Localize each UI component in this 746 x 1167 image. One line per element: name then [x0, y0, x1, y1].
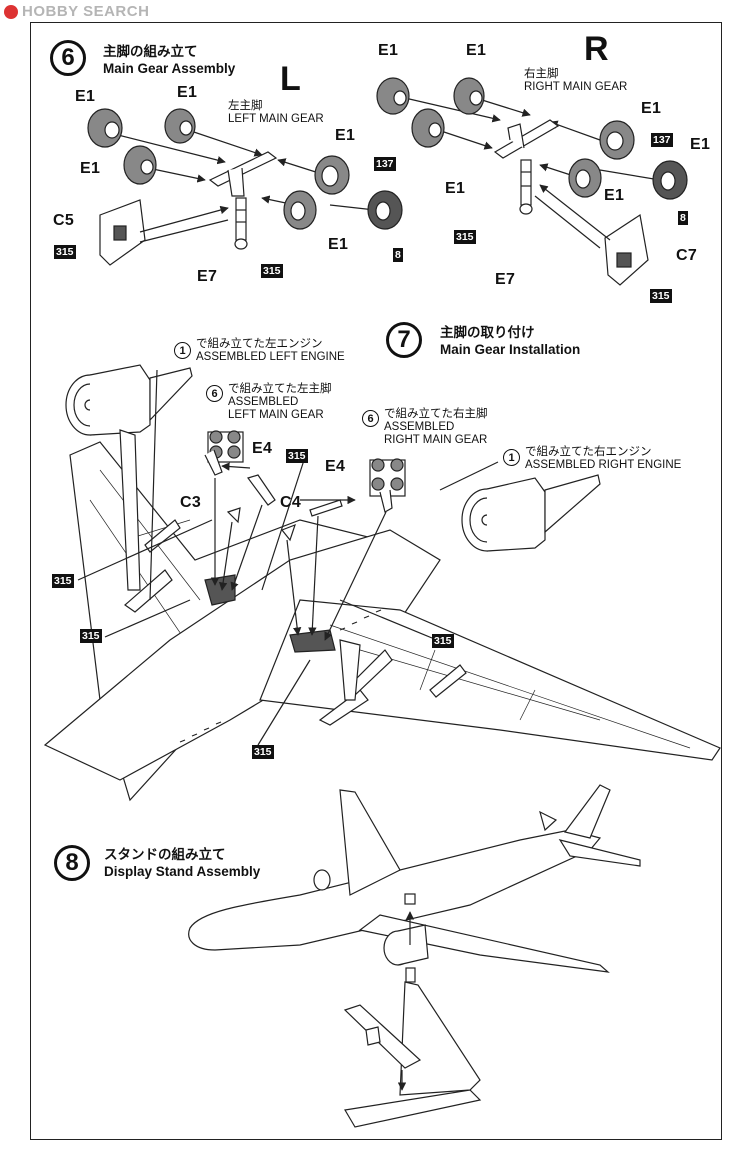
- part-label-e1: E1: [177, 84, 198, 101]
- step-8-title: スタンドの組み立て Display Stand Assembly: [104, 846, 260, 880]
- paint-code-badge: 315: [80, 629, 102, 643]
- left-gear-exploded-view: [87, 108, 403, 266]
- part-label-c4: C4: [280, 494, 302, 511]
- ref-step-1-badge: 1: [503, 449, 520, 466]
- left-gear-caption-en: LEFT MAIN GEAR: [228, 113, 324, 125]
- part-label-e4: E4: [325, 458, 346, 475]
- ref-step-1-badge: 1: [174, 342, 191, 359]
- left-gear-caption: 左主脚 LEFT MAIN GEAR: [228, 100, 324, 126]
- part-label-e7: E7: [495, 271, 516, 288]
- paint-code-badge: 137: [374, 157, 396, 171]
- left-side-letter: L: [280, 60, 301, 98]
- step-8-title-en: Display Stand Assembly: [104, 864, 261, 879]
- left-engine-callout-jp: で組み立てた左エンジン: [196, 338, 323, 350]
- part-label-e1: E1: [335, 127, 356, 144]
- step-7-title-jp: 主脚の取り付け: [440, 325, 535, 340]
- left-engine-callout: で組み立てた左エンジン ASSEMBLED LEFT ENGINE: [196, 338, 345, 364]
- step-7-title: 主脚の取り付け Main Gear Installation: [440, 324, 580, 358]
- ref-step-6-badge: 6: [206, 385, 223, 402]
- part-label-e1: E1: [75, 88, 96, 105]
- step-6-title-jp: 主脚の組み立て: [103, 44, 198, 59]
- step-8-number: 8: [54, 845, 90, 881]
- right-side-letter: R: [584, 30, 609, 68]
- part-label-e1: E1: [378, 42, 399, 59]
- right-gear-caption-jp: 右主脚: [524, 68, 559, 80]
- step-6-number: 6: [50, 40, 86, 76]
- left-gear-callout-jp: で組み立てた左主脚: [228, 383, 332, 395]
- paint-code-badge: 137: [651, 133, 673, 147]
- paint-code-badge: 315: [432, 634, 454, 648]
- step-6-title-en: Main Gear Assembly: [103, 61, 236, 76]
- paint-code-badge: 8: [393, 248, 403, 262]
- right-gear-callout-en2: RIGHT MAIN GEAR: [384, 434, 488, 446]
- step-8-title-jp: スタンドの組み立て: [104, 847, 226, 862]
- right-gear-exploded-view: [376, 77, 688, 286]
- ref-step-6-badge: 6: [362, 410, 379, 427]
- right-gear-caption-en: RIGHT MAIN GEAR: [524, 81, 628, 93]
- left-gear-callout-en2: LEFT MAIN GEAR: [228, 409, 324, 421]
- right-gear-caption: 右主脚 RIGHT MAIN GEAR: [524, 68, 627, 94]
- paint-code-badge: 315: [650, 289, 672, 303]
- part-label-e1: E1: [328, 236, 349, 253]
- part-label-e1: E1: [466, 42, 487, 59]
- display-stand-view: [188, 784, 641, 1128]
- paint-code-badge: 315: [261, 264, 283, 278]
- right-gear-callout: で組み立てた右主脚 ASSEMBLED RIGHT MAIN GEAR: [384, 408, 488, 447]
- right-gear-callout-en1: ASSEMBLED: [384, 421, 455, 433]
- step-7-title-en: Main Gear Installation: [440, 342, 581, 357]
- watermark: HOBBY SEARCH: [4, 3, 149, 20]
- part-label-c5: C5: [53, 212, 75, 229]
- right-engine-callout: で組み立てた右エンジン ASSEMBLED RIGHT ENGINE: [525, 446, 681, 472]
- paint-code-badge: 315: [286, 449, 308, 463]
- part-label-e7: E7: [197, 268, 218, 285]
- part-label-c7: C7: [676, 247, 698, 264]
- left-gear-callout: で組み立てた左主脚 ASSEMBLED LEFT MAIN GEAR: [228, 383, 332, 422]
- paint-code-badge: 315: [54, 245, 76, 259]
- part-label-e1: E1: [445, 180, 466, 197]
- watermark-text: HOBBY SEARCH: [22, 3, 150, 20]
- part-label-e1: E1: [690, 136, 711, 153]
- left-gear-callout-en1: ASSEMBLED: [228, 396, 299, 408]
- right-engine-callout-en: ASSEMBLED RIGHT ENGINE: [525, 459, 682, 471]
- paint-code-badge: 315: [454, 230, 476, 244]
- part-label-c3: C3: [180, 494, 202, 511]
- right-gear-callout-jp: で組み立てた右主脚: [384, 408, 488, 420]
- part-label-e1: E1: [604, 187, 625, 204]
- part-label-e1: E1: [641, 100, 662, 117]
- instruction-page-frame: [30, 22, 722, 1140]
- hobby-search-logo-icon: [4, 4, 18, 19]
- left-engine-callout-en: ASSEMBLED LEFT ENGINE: [196, 351, 345, 363]
- right-engine-callout-jp: で組み立てた右エンジン: [525, 446, 652, 458]
- step-7-number: 7: [386, 322, 422, 358]
- paint-code-badge: 315: [252, 745, 274, 759]
- part-label-e4: E4: [252, 440, 273, 457]
- paint-code-badge: 315: [52, 574, 74, 588]
- paint-code-badge: 8: [678, 211, 688, 225]
- wing-installation-view: [43, 364, 721, 802]
- part-label-e1: E1: [80, 160, 101, 177]
- left-gear-caption-jp: 左主脚: [228, 100, 263, 112]
- step-6-title: 主脚の組み立て Main Gear Assembly: [103, 43, 235, 77]
